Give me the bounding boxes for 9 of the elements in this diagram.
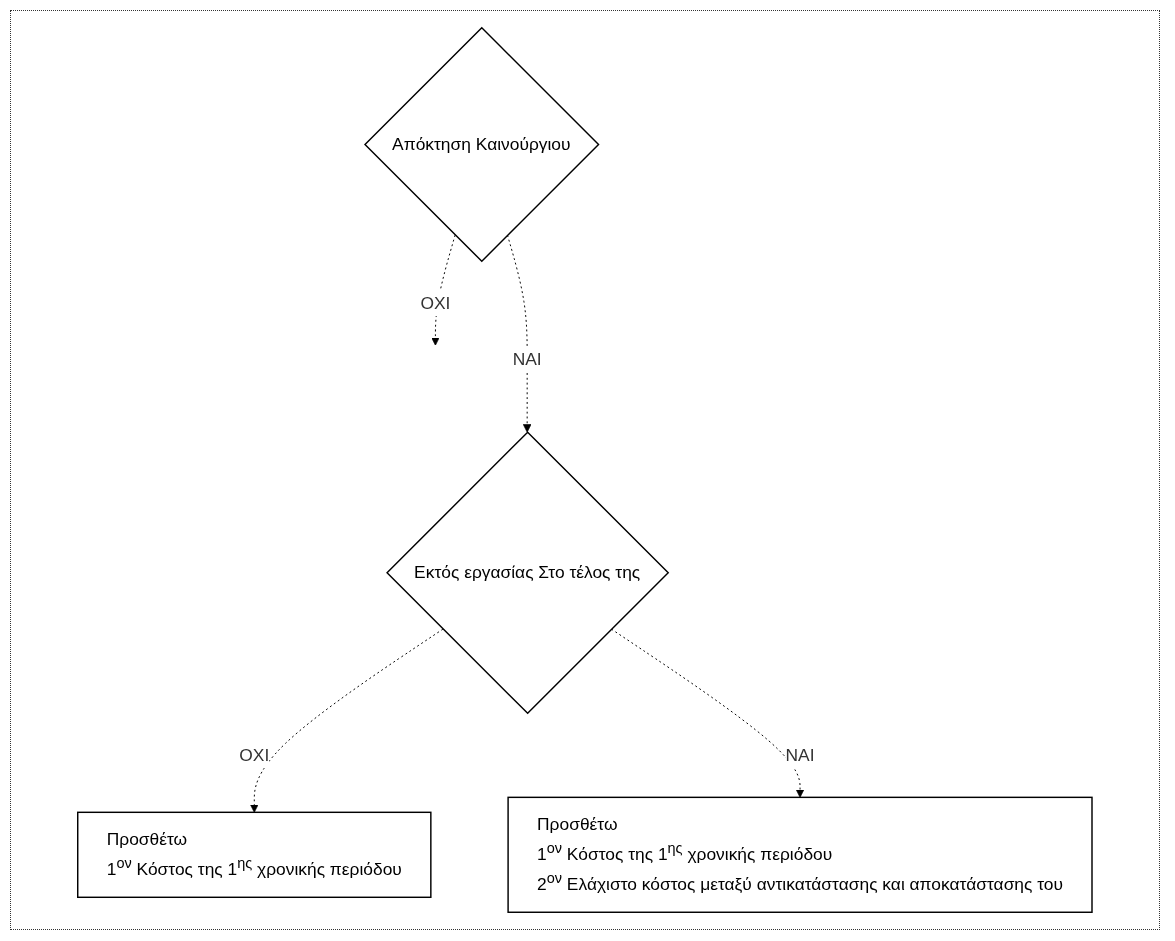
edge-label: ΟΧΙ bbox=[239, 745, 270, 765]
edge-label: ΝΑΙ bbox=[785, 745, 815, 765]
node-diamond bbox=[386, 431, 670, 715]
edge-label: ΟΧΙ bbox=[420, 293, 451, 313]
node-box bbox=[77, 811, 432, 898]
edge-label: ΝΑΙ bbox=[512, 349, 542, 369]
node-box bbox=[507, 796, 1093, 913]
frame-border: ΟΧΙ ΝΑΙ ΟΧΙ ΝΑΙ Απόκτηση Καινούργιου Εκτός εργασίας Στο τέλος της Προσθέτω 1$^{ον}$ Κόστος της 1$^{ης}$ χρονικής περιόδου Προσθέτω 1$^{ον}$ Κόστος της 1$^{ης}$ χρονικής περιόδου 2$^{ον}$ Ελάχιστο κόστος μεταξύ αντικατάστασης και αποκατάστασης του bbox=[10, 10, 1160, 930]
node-diamond bbox=[364, 26, 600, 263]
